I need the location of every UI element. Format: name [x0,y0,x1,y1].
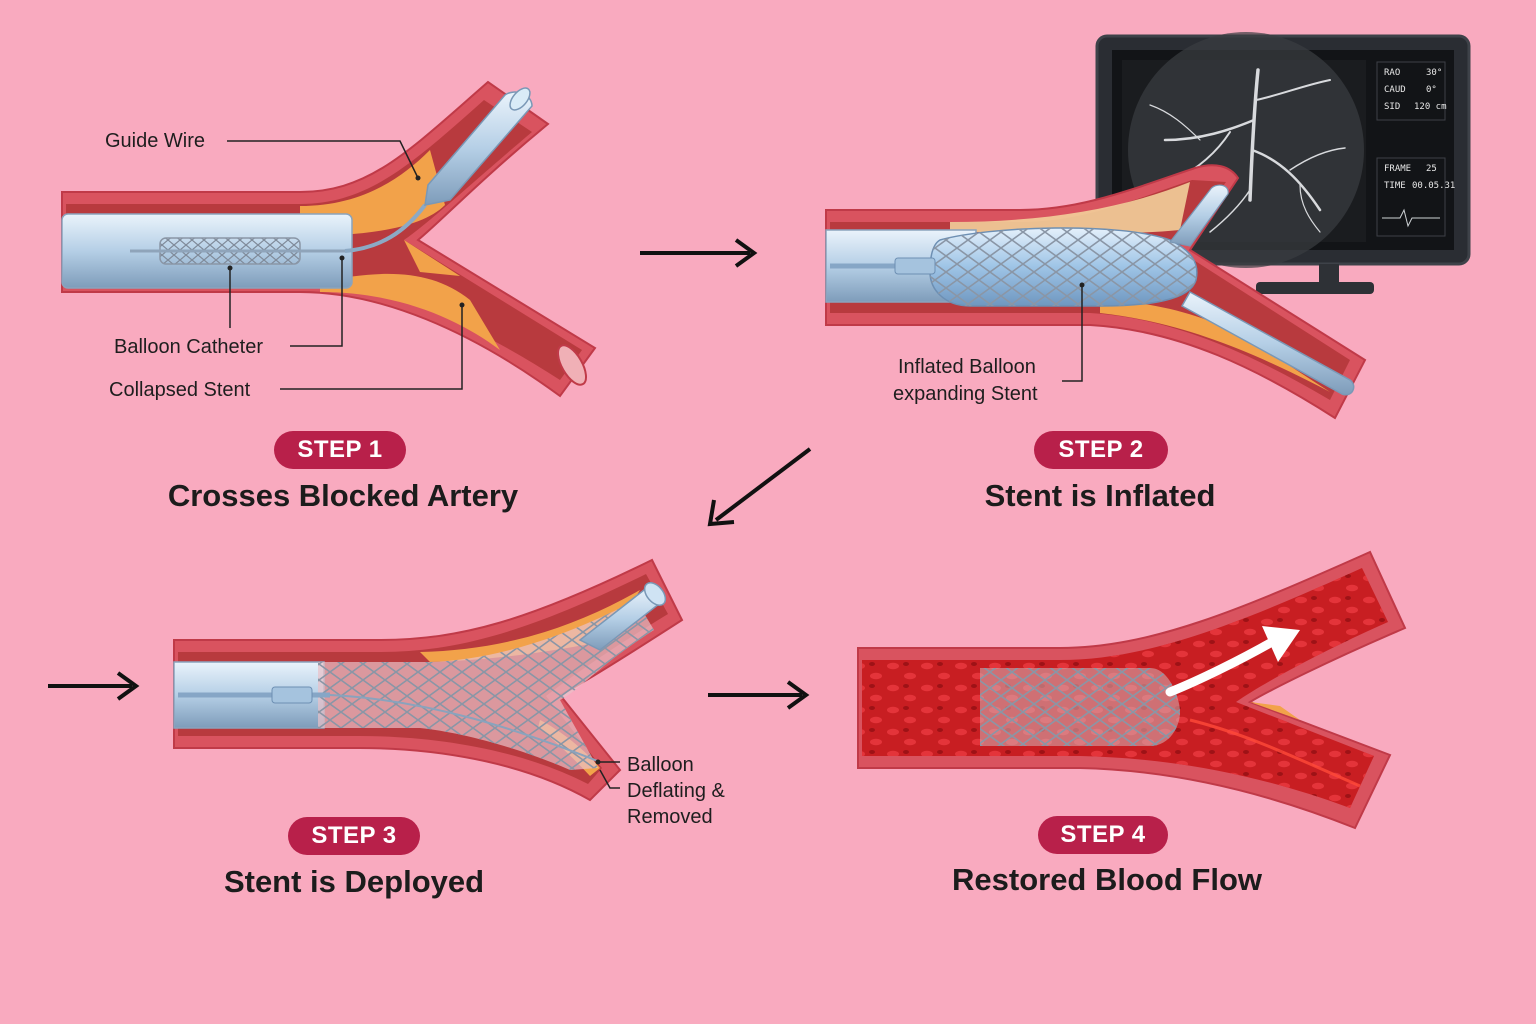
step1-title: Crosses Blocked Artery [167,478,519,513]
stent-in-place [980,668,1180,746]
deployed-stent [318,600,654,770]
angiogram-vessels [1149,68,1346,233]
step3-badge: STEP 3 [288,817,420,855]
step1-artery [61,80,597,398]
label-removed: Removed [627,806,713,828]
step2-badge: STEP 2 [1034,431,1168,469]
monitor-caud-value: 0° [1426,85,1437,95]
deflating-balloon-wire [329,694,601,763]
label-balloon-catheter: Balloon Catheter [114,336,263,358]
monitor-time-label: TIME [1384,181,1406,191]
label-collapsed-stent: Collapsed Stent [109,379,251,401]
step2-title: Stent is Inflated [984,478,1216,513]
step3-artery [173,558,684,802]
monitor-rao: RAO 30° [1384,68,1442,78]
monitor-rao-label: RAO [1384,68,1401,78]
monitor-sid-label: SID [1384,102,1401,112]
label-deflating: Deflating & [627,780,725,802]
monitor-frame-label: FRAME [1384,164,1412,174]
blood-flow-arrow [1165,637,1277,697]
monitor-frame: FRAME 25 [1384,164,1437,174]
label-expanding-stent: expanding Stent [893,383,1038,405]
step4-title: Restored Blood Flow [952,862,1262,897]
plaque-lower [320,273,500,350]
step2-artery [825,164,1367,420]
label-balloon: Balloon [627,754,694,776]
step1-badge: STEP 1 [274,431,406,469]
step4-artery [857,550,1407,830]
arrow-step1-to-step2 [640,238,758,268]
monitor-sid-value: 120 cm [1414,102,1447,112]
arrow-step3-to-step4 [708,680,810,710]
label-inflated-balloon: Inflated Balloon [898,356,1036,378]
arrow-step2-to-step3 [707,447,812,527]
monitor-time-value: 00.05.31 [1412,181,1456,191]
monitor-caud-label: CAUD [1384,85,1406,95]
step4-badge: STEP 4 [1038,816,1168,854]
monitor-caud: CAUD 0° [1384,85,1437,95]
step3-title: Stent is Deployed [223,864,485,899]
guide-wire [344,203,427,253]
expanding-stent [930,227,1197,306]
monitor-rao-value: 30° [1426,68,1443,78]
step2-lower-catheter [1180,290,1355,396]
monitor-sid: SID 120 cm [1384,102,1447,112]
monitor-time: TIME 00.05.31 [1384,181,1455,191]
arrow-into-step3 [48,671,140,701]
label-guide-wire: Guide Wire [105,130,206,152]
monitor-frame-value: 25 [1426,164,1437,174]
